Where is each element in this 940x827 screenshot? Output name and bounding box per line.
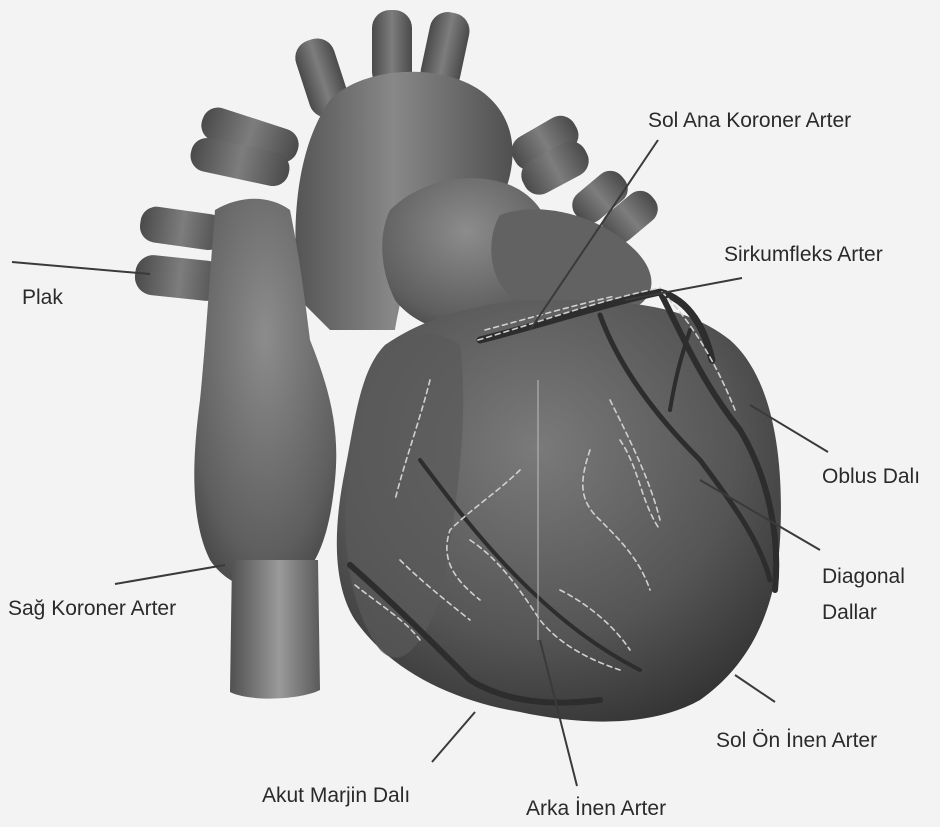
label-sag-koroner-arter: Sağ Koroner Arter <box>8 598 176 619</box>
label-sirkumfleks-arter: Sirkumfleks Arter <box>724 244 883 265</box>
leader-plak <box>12 262 150 274</box>
label-dallar: Dallar <box>822 602 877 623</box>
label-sol-ana-koroner-arter: Sol Ana Koroner Arter <box>648 110 851 131</box>
label-akut-marjin-dali: Akut Marjin Dalı <box>262 785 410 806</box>
label-plak: Plak <box>22 287 63 308</box>
leader-akut-marjin <box>432 712 475 762</box>
label-sol-on-inen-arter: Sol Ön İnen Arter <box>716 730 877 751</box>
inferior-vena-cava <box>230 560 320 699</box>
label-diagonal: Diagonal <box>822 566 905 587</box>
label-oblus-dali: Oblus Dalı <box>822 466 920 487</box>
leader-sol-on <box>735 675 775 702</box>
label-arka-inen-arter: Arka İnen Arter <box>526 798 666 819</box>
leader-sag-koroner <box>115 565 225 584</box>
